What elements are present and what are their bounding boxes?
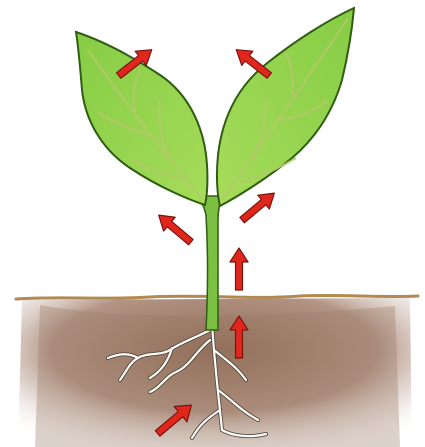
lower-stem-arrow — [230, 248, 248, 290]
right-leaf — [217, 8, 354, 206]
left-branch-arrow — [153, 208, 197, 249]
